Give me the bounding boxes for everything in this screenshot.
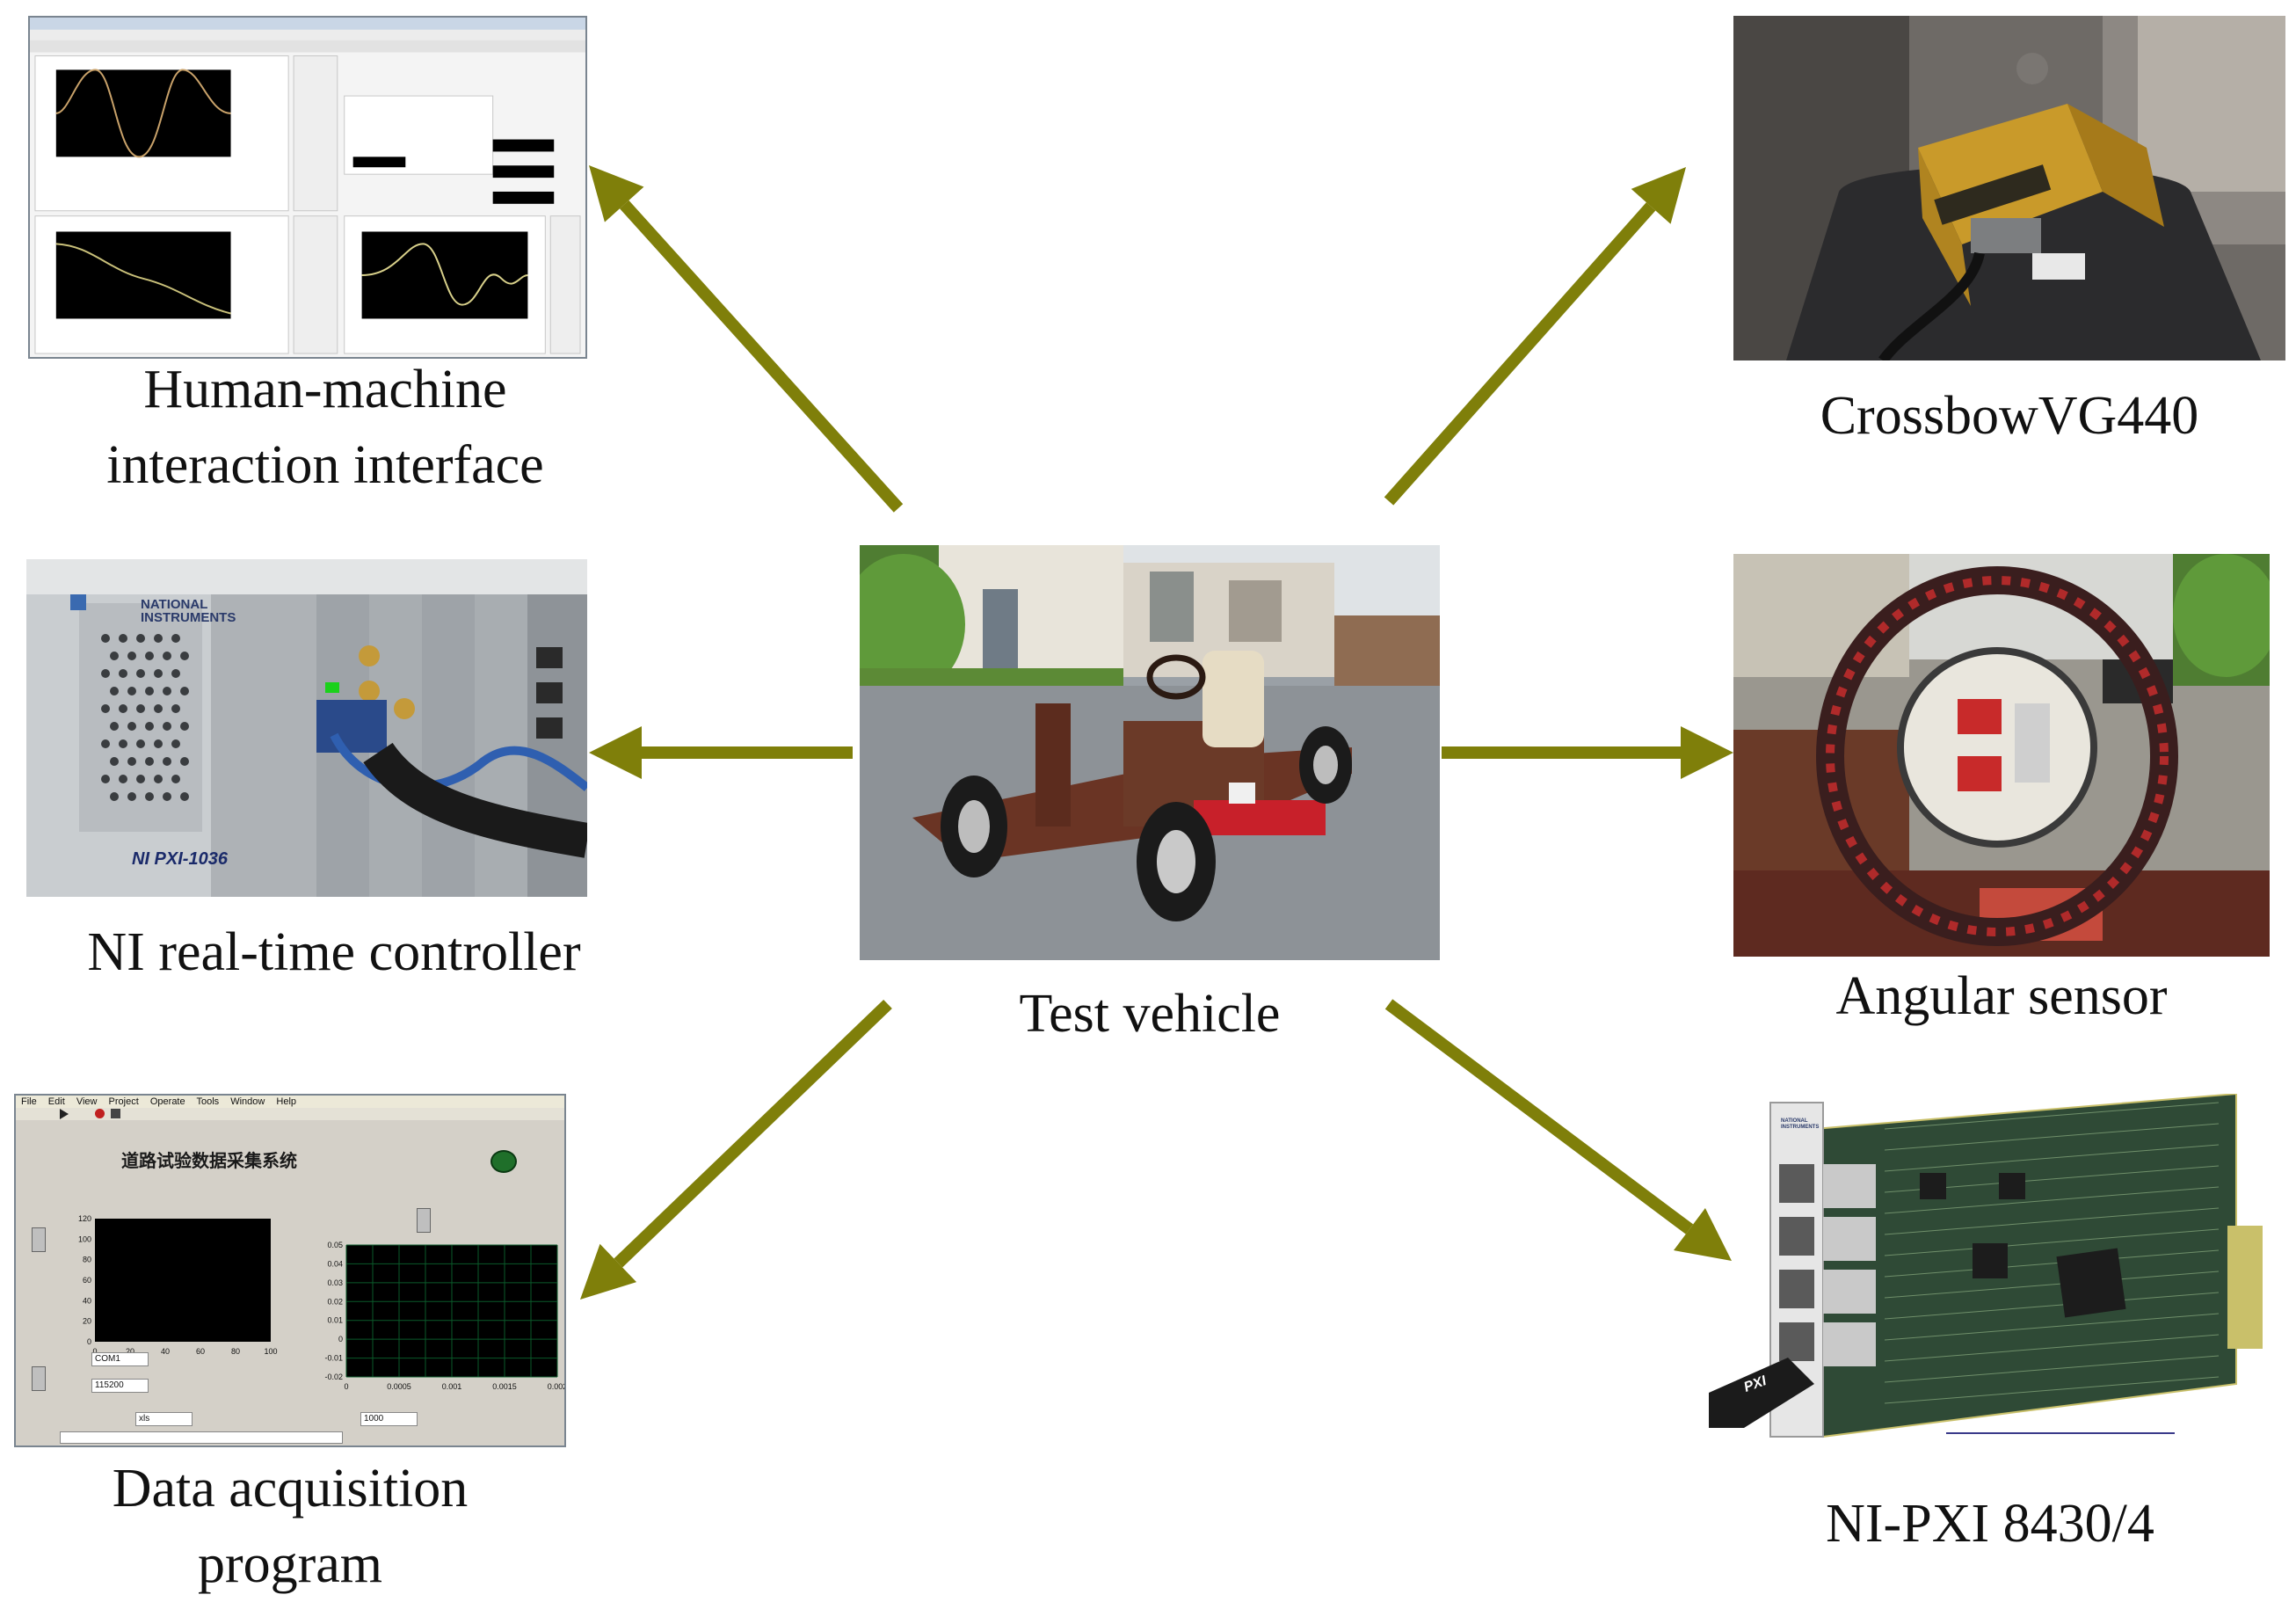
left-x-tick-label: 40 <box>161 1347 170 1356</box>
menu-operate[interactable]: Operate <box>149 1096 185 1107</box>
left-x-tick-label: 60 <box>196 1347 205 1356</box>
status-led-icon <box>490 1150 517 1173</box>
arrow-to-daq <box>580 999 892 1300</box>
right-y-tick-label: 0.03 <box>327 1278 343 1287</box>
run-arrow-icon[interactable] <box>60 1109 69 1119</box>
pcb-trace <box>1884 1355 2220 1383</box>
pause-icon[interactable] <box>111 1109 120 1118</box>
daq-title: 道路试验数据采集系统 <box>121 1152 297 1171</box>
angular-sensor-photo <box>1733 554 2270 957</box>
left-x-tick-label: 0 <box>92 1347 97 1356</box>
left-x-tick-label: 80 <box>231 1347 240 1356</box>
right-x-tick-label: 0 <box>344 1382 348 1391</box>
arrow-to-pxi8430 <box>1384 999 1732 1261</box>
right-y-tick-label: 0.05 <box>327 1241 343 1249</box>
arrow-to-angular-sensor <box>1442 726 1733 779</box>
arrow-to-hmi-head <box>589 165 644 222</box>
menu-file[interactable]: File <box>21 1096 37 1107</box>
sample-field[interactable]: 1000 <box>360 1412 418 1426</box>
pcb-trace <box>1884 1249 2220 1278</box>
pcb-trace <box>1884 1271 2220 1299</box>
right-y-tick-label: 0.04 <box>327 1259 343 1268</box>
arrow-to-ni-controller-head <box>589 726 642 779</box>
right-y-tick-label: 0 <box>338 1335 343 1343</box>
baud-field[interactable]: 115200 <box>91 1379 149 1393</box>
crossbow-photo <box>1733 16 2285 360</box>
daq-toolbar <box>16 1108 564 1120</box>
right-x-tick-label: 0.0015 <box>492 1382 517 1391</box>
right-x-tick-label: 0.001 <box>442 1382 462 1391</box>
angular-sensor-caption: Angular sensor <box>1835 966 2168 1026</box>
port-select[interactable]: COM1 <box>91 1352 149 1366</box>
right-y-tick-label: 0.01 <box>327 1316 343 1325</box>
left-y-tick-label: 60 <box>83 1276 91 1285</box>
left-y-tick-label: 20 <box>83 1317 91 1326</box>
daq-screenshot: File Edit View Project Operate Tools Win… <box>14 1094 566 1447</box>
abort-icon[interactable] <box>95 1109 105 1118</box>
right-x-tick-label: 0.002 <box>548 1382 566 1391</box>
left-y-tick-label: 100 <box>78 1234 91 1243</box>
left-y-tick-label: 40 <box>83 1296 91 1305</box>
arrow-to-crossbow <box>1384 167 1686 506</box>
arrow-to-daq-head <box>580 1243 637 1300</box>
pcb-trace <box>1884 1228 2220 1256</box>
pxi8430-brand-logo: NATIONAL INSTRUMENTS <box>1781 1118 1820 1130</box>
arrow-to-ni-controller <box>589 726 853 779</box>
menu-tools[interactable]: Tools <box>196 1096 220 1107</box>
daq-caption: Data acquisition program <box>112 1459 469 1594</box>
test-vehicle-caption: Test vehicle <box>1019 984 1281 1044</box>
hmi-caption: Human-machine interaction interface <box>106 360 544 495</box>
left-x-tick-label: 100 <box>264 1347 277 1356</box>
right-y-tick-label: -0.02 <box>324 1373 343 1381</box>
menu-view[interactable]: View <box>76 1096 98 1107</box>
arrow-to-daq-shaft <box>614 999 892 1268</box>
crossbow-caption: CrossbowVG440 <box>1820 386 2199 446</box>
ni-controller-photo: NATIONAL INSTRUMENTS NI PXI-1036 <box>26 559 587 897</box>
arrow-to-angular-sensor-head <box>1681 726 1733 779</box>
test-vehicle-photo <box>860 545 1440 960</box>
ni-brand-logo: NATIONAL INSTRUMENTS <box>141 597 236 625</box>
pcb-trace <box>1884 1292 2220 1320</box>
pcb-trace <box>1884 1102 2220 1130</box>
menu-window[interactable]: Window <box>230 1096 265 1107</box>
arrow-to-crossbow-head <box>1631 167 1686 224</box>
right-x-tick-label: 0.0005 <box>387 1382 411 1391</box>
daq-left-chart: 120 100 80 60 40 20 0 0 20 40 60 80 100 <box>78 1214 278 1356</box>
daq-right-chart: 0.05 0.04 0.03 0.02 0.01 0 -0.01 -0.02 0 0.0005 0… <box>324 1241 566 1391</box>
arrow-to-hmi <box>589 165 904 513</box>
left-x-tick-label: 20 <box>126 1347 134 1356</box>
daq-menu-bar: File Edit View Project Operate Tools Win… <box>16 1096 564 1108</box>
menu-project[interactable]: Project <box>108 1096 139 1107</box>
left-y-tick-label: 0 <box>87 1337 91 1346</box>
pcb-trace <box>1884 1207 2220 1235</box>
toggle-switch-icon[interactable] <box>417 1208 431 1233</box>
pcb-trace <box>1884 1123 2220 1151</box>
ni-model-label: NI PXI-1036 <box>132 849 228 869</box>
path-field[interactable] <box>60 1431 343 1444</box>
left-y-tick-label: 80 <box>83 1256 91 1264</box>
left-y-tick-label: 120 <box>78 1214 91 1223</box>
right-y-tick-label: -0.01 <box>324 1354 343 1363</box>
file-ext-field[interactable]: xls <box>135 1412 193 1426</box>
right-y-tick-label: 0.02 <box>327 1297 343 1306</box>
toggle-switch-icon[interactable] <box>32 1366 46 1391</box>
pcb-trace <box>1884 1144 2220 1172</box>
ni-controller-caption: NI real-time controller <box>87 922 581 982</box>
pcb-trace <box>1884 1376 2220 1404</box>
menu-edit[interactable]: Edit <box>47 1096 65 1107</box>
arrow-to-hmi-shaft <box>620 200 904 513</box>
arrow-to-crossbow-shaft <box>1384 202 1656 506</box>
menu-help[interactable]: Help <box>276 1096 297 1107</box>
pxi8430-caption: NI-PXI 8430/4 <box>1826 1494 2154 1554</box>
pcb-trace <box>1884 1334 2220 1362</box>
hmi-screenshot <box>28 16 587 359</box>
pcb-trace <box>1884 1186 2220 1214</box>
pcb-trace <box>1884 1313 2220 1341</box>
pxi8430-card-photo: NATIONAL INSTRUMENTS PXI <box>1709 1094 2271 1445</box>
toggle-switch-icon[interactable] <box>32 1227 46 1252</box>
